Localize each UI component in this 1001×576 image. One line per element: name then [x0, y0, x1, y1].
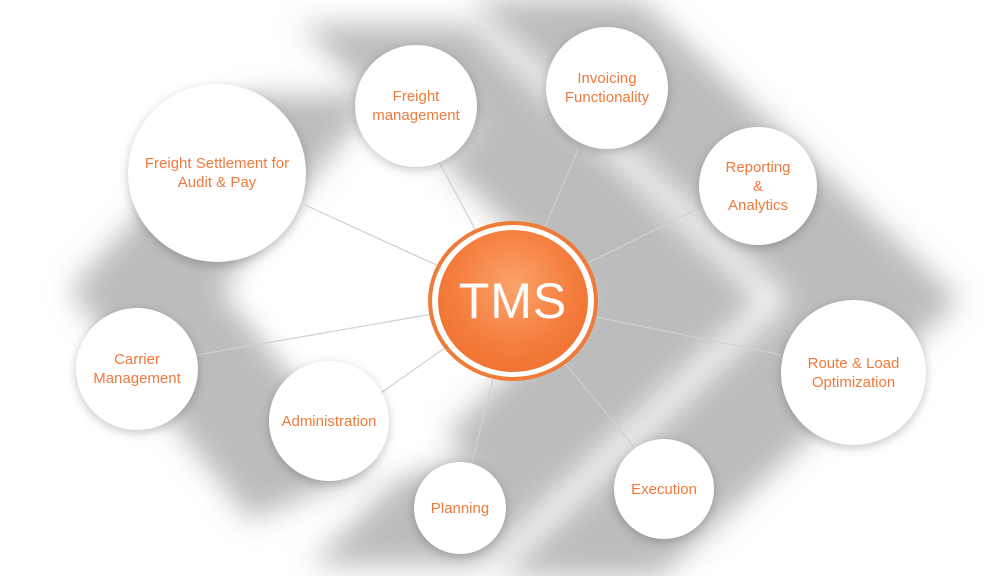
node-label: Reporting & Analytics — [725, 158, 791, 214]
node-label: Route & Load Optimization — [807, 354, 900, 391]
node-execution: Execution — [614, 439, 714, 539]
hub-label: TMS — [458, 273, 568, 329]
node-reporting-analytics: Reporting & Analytics — [699, 127, 817, 245]
node-administration: Administration — [269, 361, 389, 481]
node-label: Execution — [631, 480, 697, 498]
node-planning: Planning — [414, 462, 506, 554]
node-freight-settlement: Freight Settlement for Audit & Pay — [128, 84, 306, 262]
node-label: Freight management — [372, 88, 460, 124]
node-label: Invoicing Functionality — [564, 70, 650, 106]
node-freight-management: Freight management — [355, 45, 477, 167]
node-label: Freight Settlement for Audit & Pay — [144, 155, 290, 191]
node-route-load-optimization: Route & Load Optimization — [781, 300, 926, 445]
node-label: Carrier Management — [93, 351, 181, 387]
node-invoicing-functionality: Invoicing Functionality — [546, 27, 668, 149]
hub-circle: TMS — [438, 230, 588, 372]
node-label: Administration — [281, 412, 377, 430]
node-label: Planning — [430, 499, 490, 517]
node-carrier-management: Carrier Management — [76, 308, 198, 430]
